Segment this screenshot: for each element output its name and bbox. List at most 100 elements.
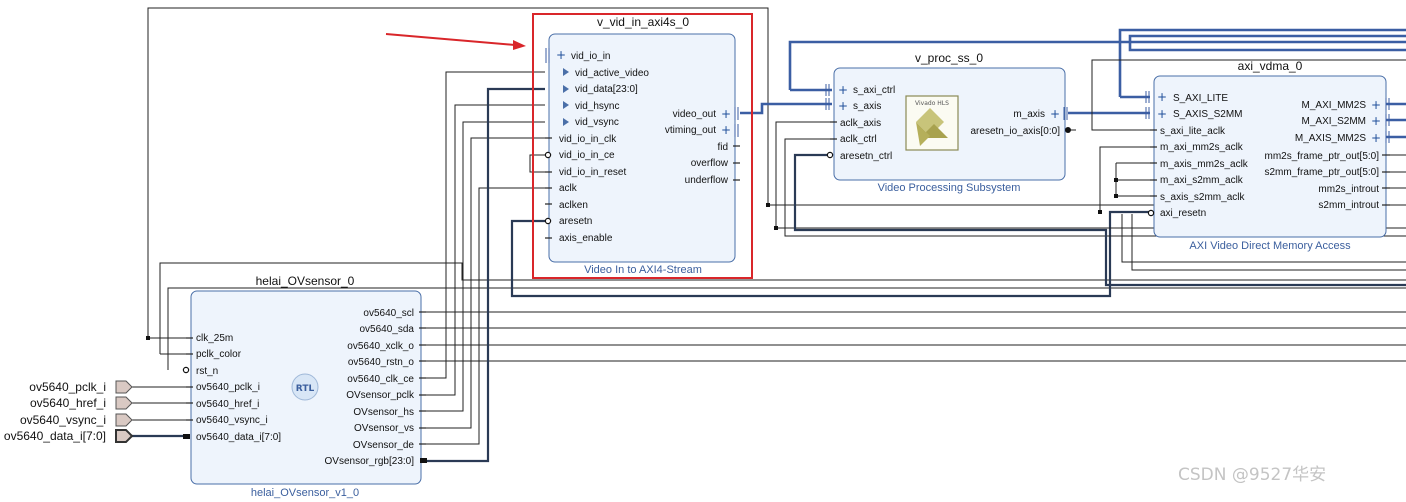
port-aclk: aclk [559,183,578,194]
input-port-icon[interactable] [115,380,133,394]
port-ovsensor-hs: OVsensor_hs [353,407,414,418]
port-m-axi-mm2s: M_AXI_MM2S [1302,100,1367,111]
port-vtiming-out: vtiming_out [665,125,716,136]
block-helai-ovsensor[interactable]: helai_OVsensor_0 helai_OVsensor_v1_0 clk… [182,274,427,499]
plus-icon[interactable]: + [1371,131,1381,145]
plus-icon[interactable]: + [556,48,566,62]
port-vid-hsync: vid_hsync [575,101,619,112]
right-pins [419,311,427,463]
input-port-icon[interactable] [115,396,133,410]
net-wires [132,7,1406,463]
port-fid: fid [717,142,728,153]
plus-icon[interactable]: + [721,107,731,121]
port-s-axi-lite: S_AXI_LITE [1173,93,1228,104]
external-port-vsync: ov5640_vsync_i [20,413,106,427]
port-ov5640-data-i: ov5640_data_i[7:0] [196,432,281,443]
port-vid-data: vid_data[23:0] [575,84,638,95]
port-mm2s-introut: mm2s_introut [1318,184,1379,195]
plus-icon[interactable]: + [1157,90,1167,104]
port-ovsensor-vs: OVsensor_vs [354,423,414,434]
rtl-badge-icon: RTL [291,373,319,401]
port-ovsensor-de: OVsensor_de [353,440,415,451]
port-vid-active-video: vid_active_video [575,68,649,79]
port-rst-n: rst_n [196,366,218,377]
block-subtitle: Video Processing Subsystem [878,182,1021,194]
external-port-pclk: ov5640_pclk_i [29,380,106,394]
arrow-annotation [385,33,526,50]
external-port-href: ov5640_href_i [30,396,106,410]
port-ovsensor-rgb: OVsensor_rgb[23:0] [325,456,415,467]
port-vid-io-in-clk: vid_io_in_clk [559,134,617,145]
port-m-axi-mm2s-aclk: m_axi_mm2s_aclk [1160,142,1244,153]
svg-text:RTL: RTL [296,384,315,394]
port-video-out: video_out [673,109,717,120]
port-aclk-ctrl: aclk_ctrl [840,134,877,145]
highlight-box [532,13,753,279]
triangle-icon [563,118,569,126]
port-ov5640-pclk-i: ov5640_pclk_i [196,382,260,393]
port-ov5640-scl: ov5640_scl [363,308,414,319]
port-s2mm-frame-ptr-out: s2mm_frame_ptr_out[5:0] [1265,167,1380,178]
right-pins: + + [721,107,740,181]
port-m-axis-mm2s-aclk: m_axis_mm2s_aclk [1160,159,1249,170]
plus-icon[interactable]: + [1050,107,1060,121]
left-pins: + + [1145,90,1167,217]
port-aresetn-io-axis: aresetn_io_axis[0:0] [970,126,1060,137]
input-port-icon[interactable] [115,429,134,443]
port-overflow: overflow [691,158,729,169]
port-clk-25m: clk_25m [196,333,233,344]
port-aresetn: aresetn [559,216,592,227]
port-underflow: underflow [685,175,729,186]
triangle-icon [563,101,569,109]
port-aclk-axis: aclk_axis [840,118,881,129]
port-s-axi-lite-aclk: s_axi_lite_aclk [1160,126,1226,137]
block-instance-name: helai_OVsensor_0 [256,274,355,288]
net-junctions [146,178,1118,340]
port-ov5640-xclk-o: ov5640_xclk_o [347,341,414,352]
plus-icon[interactable]: + [838,99,848,113]
left-pins: + [544,48,569,239]
block-instance-name: axi_vdma_0 [1238,59,1303,73]
block-axi-vdma[interactable]: axi_vdma_0 AXI Video Direct Memory Acces… [1145,59,1390,252]
block-subtitle: AXI Video Direct Memory Access [1189,240,1351,252]
right-pins: + + + [1371,98,1390,206]
port-vid-vsync: vid_vsync [575,117,619,128]
port-aclken: aclken [559,200,588,211]
port-s-axis-s2mm: S_AXIS_S2MM [1173,109,1242,120]
block-subtitle: Video In to AXI4-Stream [584,264,702,276]
port-m-axis-mm2s: M_AXIS_MM2S [1295,133,1366,144]
port-ov5640-vsync-i: ov5640_vsync_i [196,415,268,426]
port-axi-resetn: axi_resetn [1160,208,1206,219]
port-s-axis-s2mm-aclk: s_axis_s2mm_aclk [1160,192,1245,203]
port-aresetn-ctrl: aresetn_ctrl [840,151,892,162]
right-pins: + [1050,107,1071,133]
port-vid-io-in-ce: vid_io_in_ce [559,150,615,161]
port-s-axis: s_axis [853,101,881,112]
left-pins: + + [825,83,848,159]
port-ov5640-sda: ov5640_sda [360,324,415,335]
port-ovsensor-pclk: OVsensor_pclk [346,390,415,401]
port-pclk-color: pclk_color [196,349,242,360]
external-port-data: ov5640_data_i[7:0] [4,429,106,443]
input-port-icon[interactable] [115,413,133,427]
block-vid-in-axi4s[interactable]: v_vid_in_axi4s_0 Video In to AXI4-Stream… [544,15,740,276]
block-instance-name: v_vid_in_axi4s_0 [597,15,689,29]
plus-icon[interactable]: + [1371,98,1381,112]
block-instance-name: v_proc_ss_0 [915,51,983,65]
port-m-axi-s2mm-aclk: m_axi_s2mm_aclk [1160,175,1244,186]
port-m-axis: m_axis [1013,109,1045,120]
left-pins [182,337,193,439]
external-ports: ov5640_pclk_i ov5640_href_i ov5640_vsync… [4,380,134,443]
plus-icon[interactable]: + [838,83,848,97]
plus-icon[interactable]: + [721,123,731,137]
plus-icon[interactable]: + [1371,114,1381,128]
triangle-icon [563,85,569,93]
block-v-proc-ss[interactable]: v_proc_ss_0 Video Processing Subsystem +… [825,51,1071,194]
port-axis-enable: axis_enable [559,233,613,244]
block-subtitle: helai_OVsensor_v1_0 [251,487,359,499]
plus-icon[interactable]: + [1157,107,1167,121]
port-vid-io-in: vid_io_in [571,51,610,62]
watermark: CSDN @9527华安 [1178,465,1326,485]
triangle-icon [563,68,569,76]
